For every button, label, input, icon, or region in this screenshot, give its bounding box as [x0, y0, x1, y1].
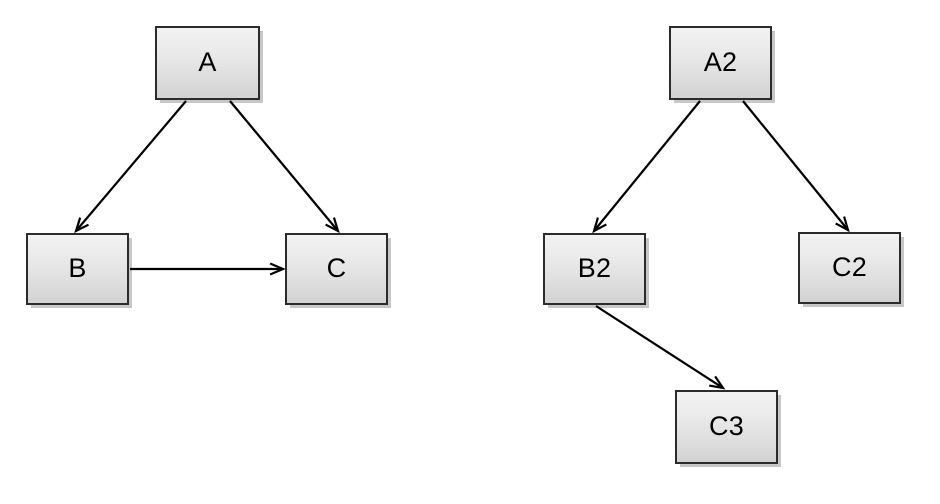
node-label: C3: [708, 410, 745, 441]
node-c2[interactable]: C2: [798, 232, 901, 304]
node-b2[interactable]: B2: [543, 233, 646, 305]
edge-line: [742, 100, 849, 231]
edge-b2-to-c3[interactable]: [595, 305, 726, 390]
edge-a-to-b[interactable]: [74, 100, 187, 234]
node-a[interactable]: A: [155, 26, 260, 100]
arrowhead-icon: [269, 262, 286, 276]
edge-a2-to-b2[interactable]: [592, 100, 701, 234]
node-label: C: [326, 252, 347, 283]
arrowhead-icon: [835, 216, 850, 233]
arrowhead-icon: [325, 217, 340, 234]
edge-line: [593, 100, 701, 232]
edge-a-to-c[interactable]: [229, 100, 340, 234]
node-label: C2: [831, 251, 868, 282]
edge-line: [229, 100, 339, 232]
edge-a2-to-c2[interactable]: [742, 100, 850, 233]
node-label: A2: [703, 46, 738, 77]
node-a2[interactable]: A2: [669, 26, 772, 100]
edge-line: [595, 305, 724, 389]
node-label: B: [68, 252, 87, 283]
node-label: A: [198, 46, 217, 77]
node-c3[interactable]: C3: [675, 390, 778, 464]
arrowhead-icon: [709, 375, 726, 390]
arrowhead-icon: [74, 217, 89, 234]
edge-line: [75, 100, 187, 232]
edge-b-to-c[interactable]: [130, 262, 286, 276]
node-label: B2: [577, 252, 612, 283]
node-c[interactable]: C: [285, 233, 388, 305]
node-b[interactable]: B: [26, 233, 129, 305]
arrowhead-icon: [592, 217, 607, 234]
